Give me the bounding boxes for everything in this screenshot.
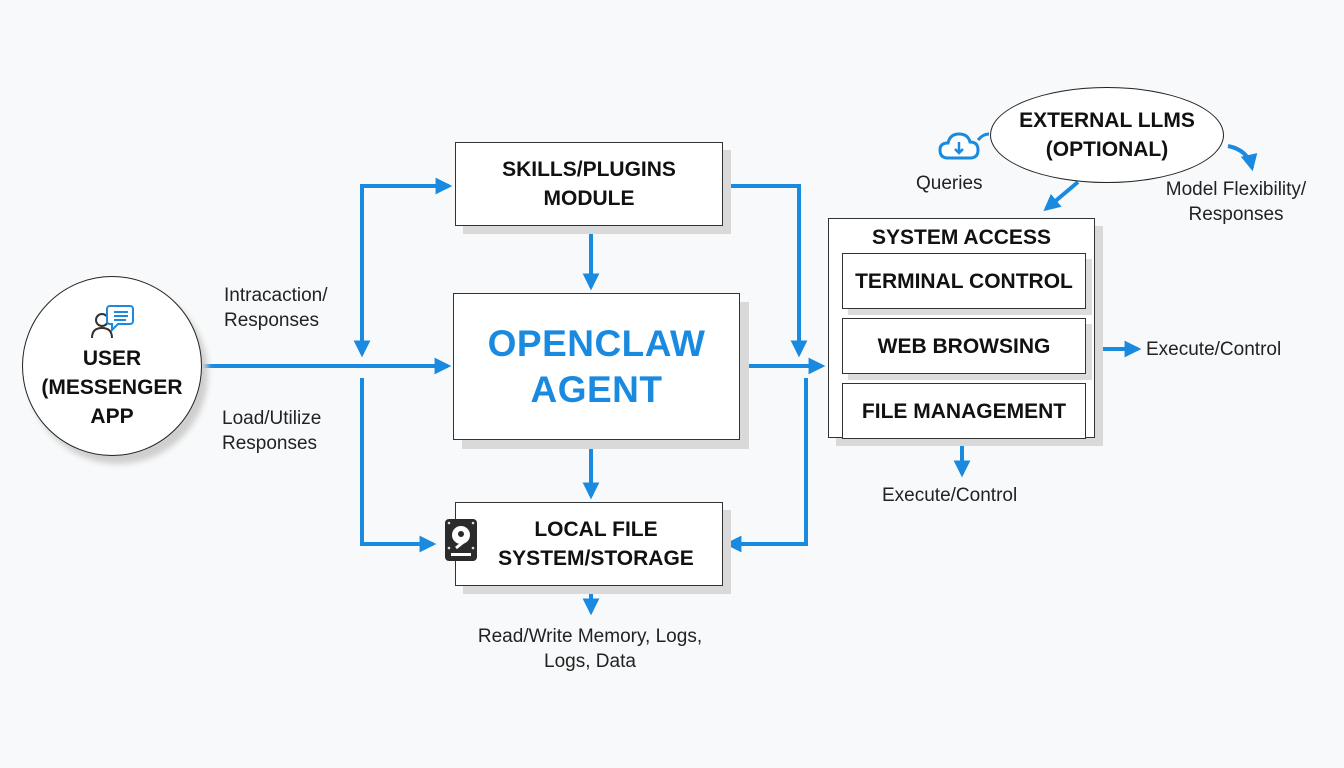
user-node-line-2: (MESSENGER	[41, 375, 183, 399]
storage-line-1: LOCAL FILE	[534, 518, 658, 541]
load-utilize-label: Load/Utilize Responses	[222, 406, 321, 456]
system-access-group: SYSTEM ACCESS TERMINAL CONTROL WEB BROWS…	[828, 218, 1095, 439]
arrow-cloud-tail	[976, 132, 990, 141]
arrow-to-storage-left	[360, 378, 437, 553]
storage-line-2: SYSTEM/STORAGE	[498, 547, 694, 570]
external-llms-node[interactable]: EXTERNAL LLMS (OPTIONAL)	[990, 87, 1224, 183]
user-messenger-node[interactable]: USER (MESSENGER APP	[22, 276, 202, 456]
model-flex-line-2: Responses	[1188, 204, 1284, 225]
local-file-system-node[interactable]: LOCAL FILE SYSTEM/STORAGE	[455, 502, 723, 586]
arrow-llm-to-system	[1043, 180, 1080, 212]
file-management-label: FILE MANAGEMENT	[861, 399, 1067, 423]
llms-line-2: (OPTIONAL)	[1045, 138, 1169, 161]
read-write-label: Read/Write Memory, Logs, Logs, Data	[440, 624, 740, 674]
web-browsing-node[interactable]: WEB BROWSING	[842, 318, 1086, 374]
execute-control-right-label: Execute/Control	[1146, 339, 1282, 360]
read-write-line-2: Logs, Data	[544, 651, 636, 672]
model-flex-line-1: Model Flexibility/	[1165, 179, 1307, 200]
arrow-to-storage-right	[724, 378, 808, 553]
user-node-line-1: USER	[82, 346, 142, 370]
interaction-label-line-1: Intracaction/	[224, 285, 328, 306]
skills-line-1: SKILLS/PLUGINS	[502, 158, 676, 181]
execute-control-bottom-label: Execute/Control	[882, 485, 1018, 506]
queries-label: Queries	[916, 173, 983, 194]
model-flexibility-label: Model Flexibility/ Responses	[1148, 177, 1324, 227]
user-chat-icon	[91, 304, 134, 338]
agent-line-1: OPENCLAW	[487, 322, 706, 364]
skills-line-2: MODULE	[543, 187, 635, 210]
read-write-line-1: Read/Write Memory, Logs,	[477, 626, 703, 647]
openclaw-agent-node[interactable]: OPENCLAW AGENT	[453, 293, 740, 440]
arrow-to-skills	[360, 177, 453, 352]
arrow-skills-to-junction-right	[725, 184, 808, 358]
file-management-node[interactable]: FILE MANAGEMENT	[842, 383, 1086, 439]
hard-drive-icon	[445, 519, 477, 561]
llms-line-1: EXTERNAL LLMS	[1019, 109, 1195, 132]
arrow-llm-to-model-flex	[1227, 144, 1258, 172]
interaction-label-line-2: Responses	[224, 310, 320, 331]
terminal-control-label: TERMINAL CONTROL	[855, 269, 1073, 293]
cloud-download-icon	[938, 132, 980, 160]
user-node-line-3: APP	[90, 404, 134, 428]
terminal-control-node[interactable]: TERMINAL CONTROL	[842, 253, 1086, 309]
interaction-label: Intracaction/ Responses	[224, 283, 328, 333]
agent-line-2: AGENT	[530, 368, 663, 410]
skills-plugins-module-node[interactable]: SKILLS/PLUGINS MODULE	[455, 142, 723, 226]
web-browsing-label: WEB BROWSING	[877, 334, 1051, 358]
system-access-title: SYSTEM ACCESS	[872, 226, 1051, 249]
load-utilize-line-2: Responses	[222, 433, 318, 454]
load-utilize-line-1: Load/Utilize	[222, 408, 322, 429]
